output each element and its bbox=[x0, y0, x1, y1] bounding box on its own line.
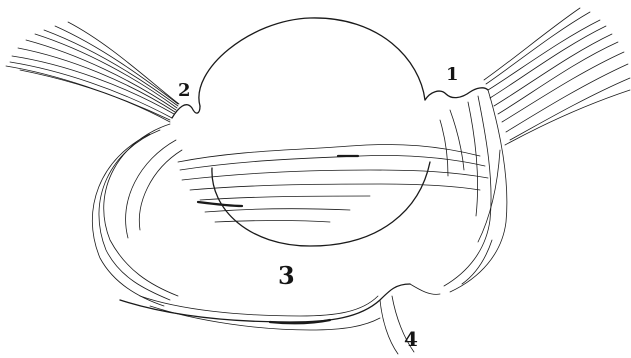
base-curve bbox=[120, 284, 440, 354]
label-2: 2 bbox=[178, 80, 191, 101]
outer-capsule-left bbox=[92, 124, 182, 306]
dome-outline bbox=[199, 18, 425, 106]
left-fiber-bundle bbox=[6, 22, 179, 122]
label-1: 1 bbox=[446, 64, 459, 85]
label-4: 4 bbox=[404, 327, 418, 351]
lower-circle bbox=[212, 162, 430, 246]
right-fiber-bundle bbox=[484, 8, 630, 145]
outer-capsule-right bbox=[440, 90, 507, 292]
notch-left bbox=[172, 105, 200, 118]
horizontal-band bbox=[178, 144, 488, 222]
label-3: 3 bbox=[278, 261, 295, 290]
